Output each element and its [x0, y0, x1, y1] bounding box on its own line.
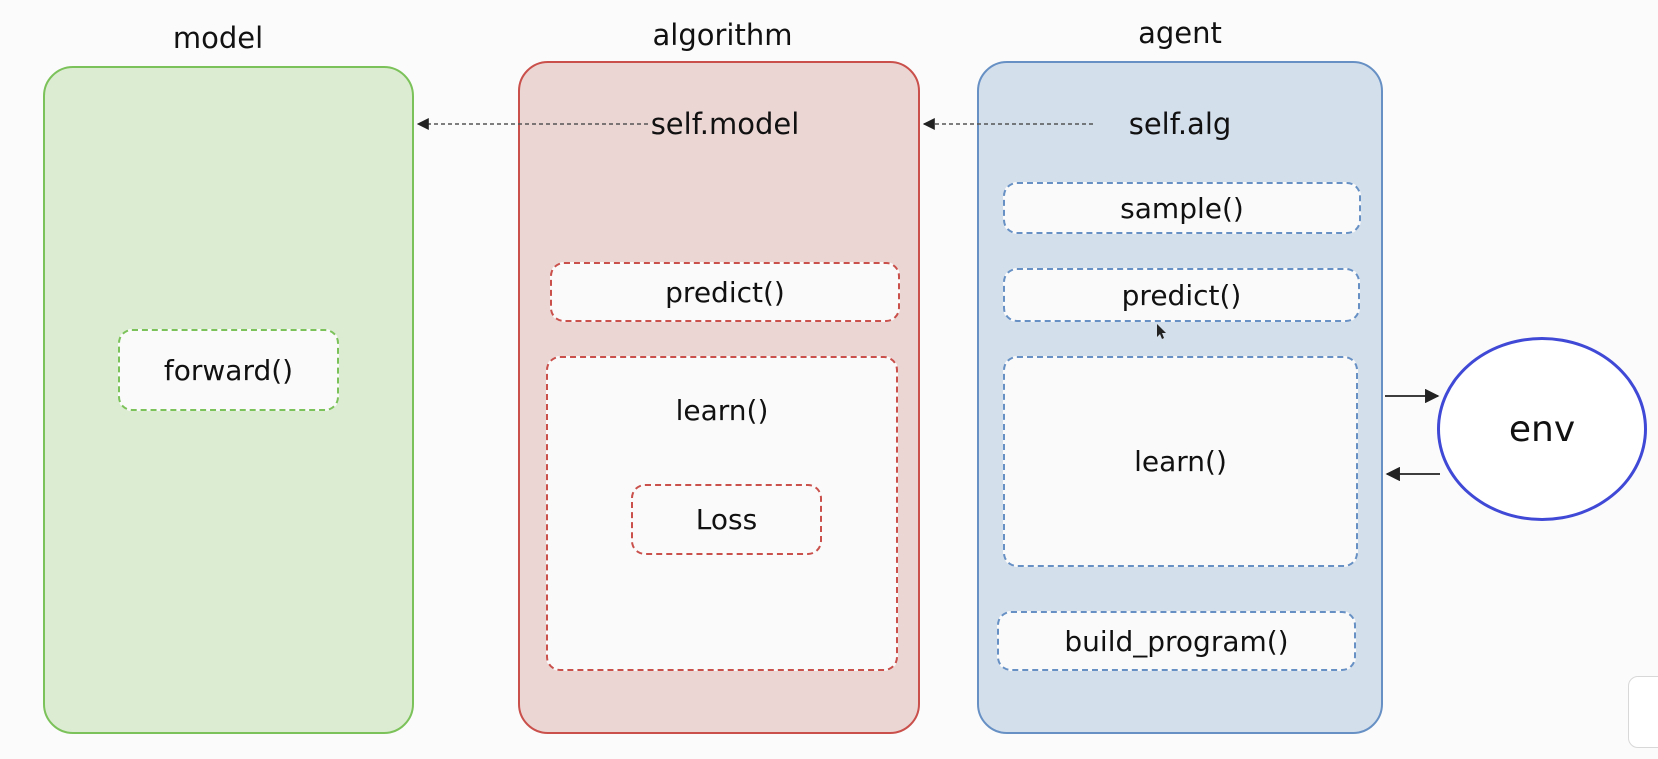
agent-predict-label: predict(): [1121, 278, 1242, 312]
agent-column-title: agent: [1138, 16, 1222, 50]
agent-sample-box: sample(): [1003, 182, 1361, 234]
agent-build-program-label: build_program(): [1064, 624, 1289, 658]
agent-self-alg-field: self.alg: [1128, 107, 1232, 141]
agent-learn-label: learn(): [1134, 445, 1227, 478]
agent-build-program-box: build_program(): [997, 611, 1356, 671]
algorithm-learn-label: learn(): [675, 394, 769, 427]
agent-sample-label: sample(): [1120, 191, 1244, 225]
model-forward-box: forward(): [118, 329, 339, 411]
model-panel: [43, 66, 414, 734]
agent-predict-box: predict(): [1003, 268, 1360, 322]
model-column-title: model: [172, 21, 264, 55]
algorithm-predict-label: predict(): [665, 275, 785, 309]
env-circle: env: [1437, 337, 1647, 521]
env-label: env: [1508, 408, 1576, 450]
algorithm-loss-box: Loss: [631, 484, 822, 555]
model-forward-label: forward(): [163, 353, 294, 387]
algorithm-column-title: algorithm: [652, 18, 793, 52]
side-panel-handle: [1628, 676, 1658, 748]
algorithm-loss-label: Loss: [695, 503, 758, 536]
mouse-cursor-icon: [1157, 324, 1166, 339]
algorithm-self-model-field: self.model: [650, 107, 800, 141]
agent-learn-box: learn(): [1003, 356, 1358, 567]
algorithm-predict-box: predict(): [550, 262, 900, 322]
